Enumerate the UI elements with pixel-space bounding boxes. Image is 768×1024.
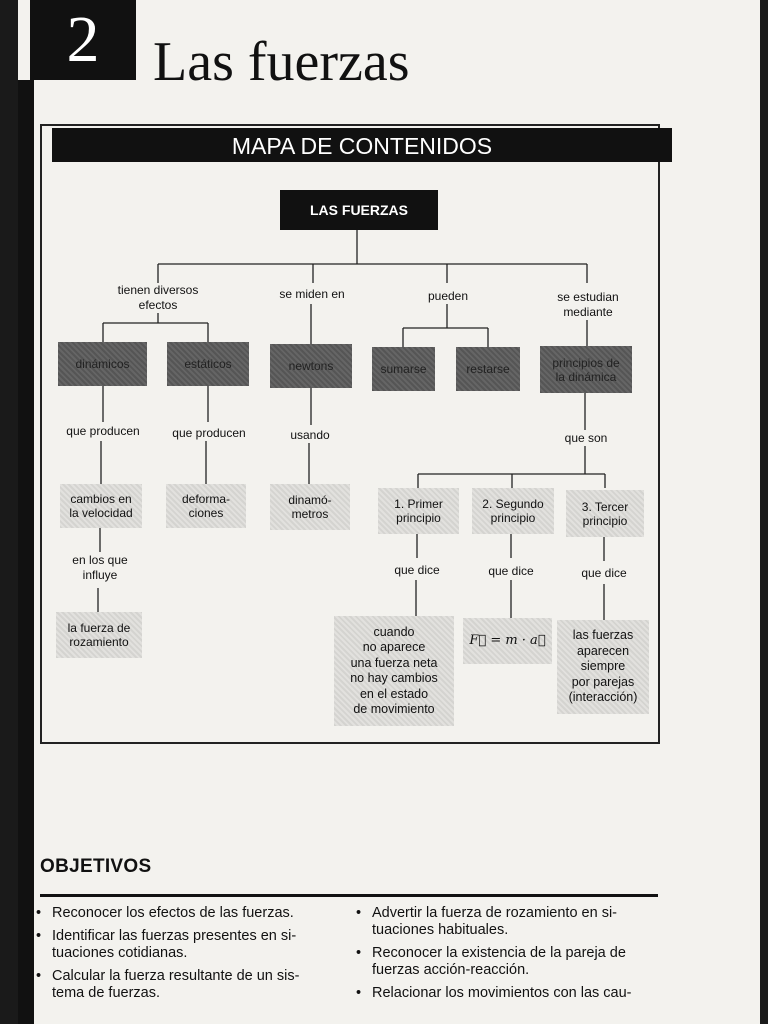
connector-que-dice-2: que dice	[488, 564, 534, 578]
connector-usando: usando	[290, 428, 330, 442]
node-tercer-principio: 3. Tercer principio	[566, 490, 644, 537]
node-restarse: restarse	[456, 347, 520, 391]
connector-que-dice-1: que dice	[394, 563, 440, 577]
objetivos-rule	[40, 894, 658, 897]
node-principios: principios de la dinámica	[540, 346, 632, 393]
objetivo-item: Reconocer los efectos de las fuerzas.	[36, 905, 336, 922]
node-segundo-principio: 2. Segundo principio	[472, 488, 554, 534]
node-primer-principio: 1. Primer principio	[378, 488, 459, 534]
node-estaticos: estáticos	[167, 342, 249, 386]
node-sumarse: sumarse	[372, 347, 435, 391]
branch-label-efectos: tienen diversos efectos	[117, 283, 199, 312]
branch-label-estudian: se estudian mediante	[557, 290, 619, 319]
objetivo-item: Advertir la fuerza de rozamiento en si- …	[356, 905, 656, 939]
node-dinamicos: dinámicos	[58, 342, 147, 386]
left-margin-bar	[18, 80, 34, 1024]
root-node: LAS FUERZAS	[280, 190, 438, 230]
node-fuerza-rozamiento: la fuerza de rozamiento	[56, 612, 142, 658]
concept-map-header: MAPA DE CONTENIDOS	[52, 128, 672, 162]
node-cambios-velocidad: cambios en la velocidad	[60, 484, 142, 528]
node-dinamometros: dinamó- metros	[270, 484, 350, 530]
chapter-title: Las fuerzas	[153, 31, 410, 93]
objetivos-heading: OBJETIVOS	[40, 856, 152, 877]
objetivos-right-column: Advertir la fuerza de rozamiento en si- …	[356, 905, 656, 1008]
node-deformaciones: deforma- ciones	[166, 484, 246, 528]
chapter-number: 2	[30, 0, 136, 80]
node-newtons: newtons	[270, 344, 352, 388]
objetivos-left-column: Reconocer los efectos de las fuerzas. Id…	[36, 905, 336, 1008]
objetivo-item: Reconocer la existencia de la pareja de …	[356, 945, 656, 979]
connector-producen-2: que producen	[172, 426, 246, 440]
connector-en-los-que-influye: en los que influye	[72, 553, 128, 582]
objetivo-item: Calcular la fuerza resultante de un sis-…	[36, 968, 336, 1002]
connector-que-son: que son	[564, 431, 608, 445]
objetivo-item: Identificar las fuerzas presentes en si-…	[36, 928, 336, 962]
branch-label-miden: se miden en	[279, 287, 345, 301]
node-enunciado-tercer-principio: las fuerzas aparecen siempre por parejas…	[557, 620, 649, 714]
branch-label-pueden: pueden	[427, 289, 469, 303]
node-enunciado-primer-principio: cuando no aparece una fuerza neta no hay…	[334, 616, 454, 726]
connector-que-dice-3: que dice	[581, 566, 627, 580]
node-formula-segundo-principio: F⃗ = m · a⃗	[463, 618, 552, 664]
objetivo-item: Relacionar los movimientos con las cau-	[356, 985, 656, 1002]
connector-producen-1: que producen	[66, 424, 140, 438]
concept-map-frame	[40, 124, 660, 744]
